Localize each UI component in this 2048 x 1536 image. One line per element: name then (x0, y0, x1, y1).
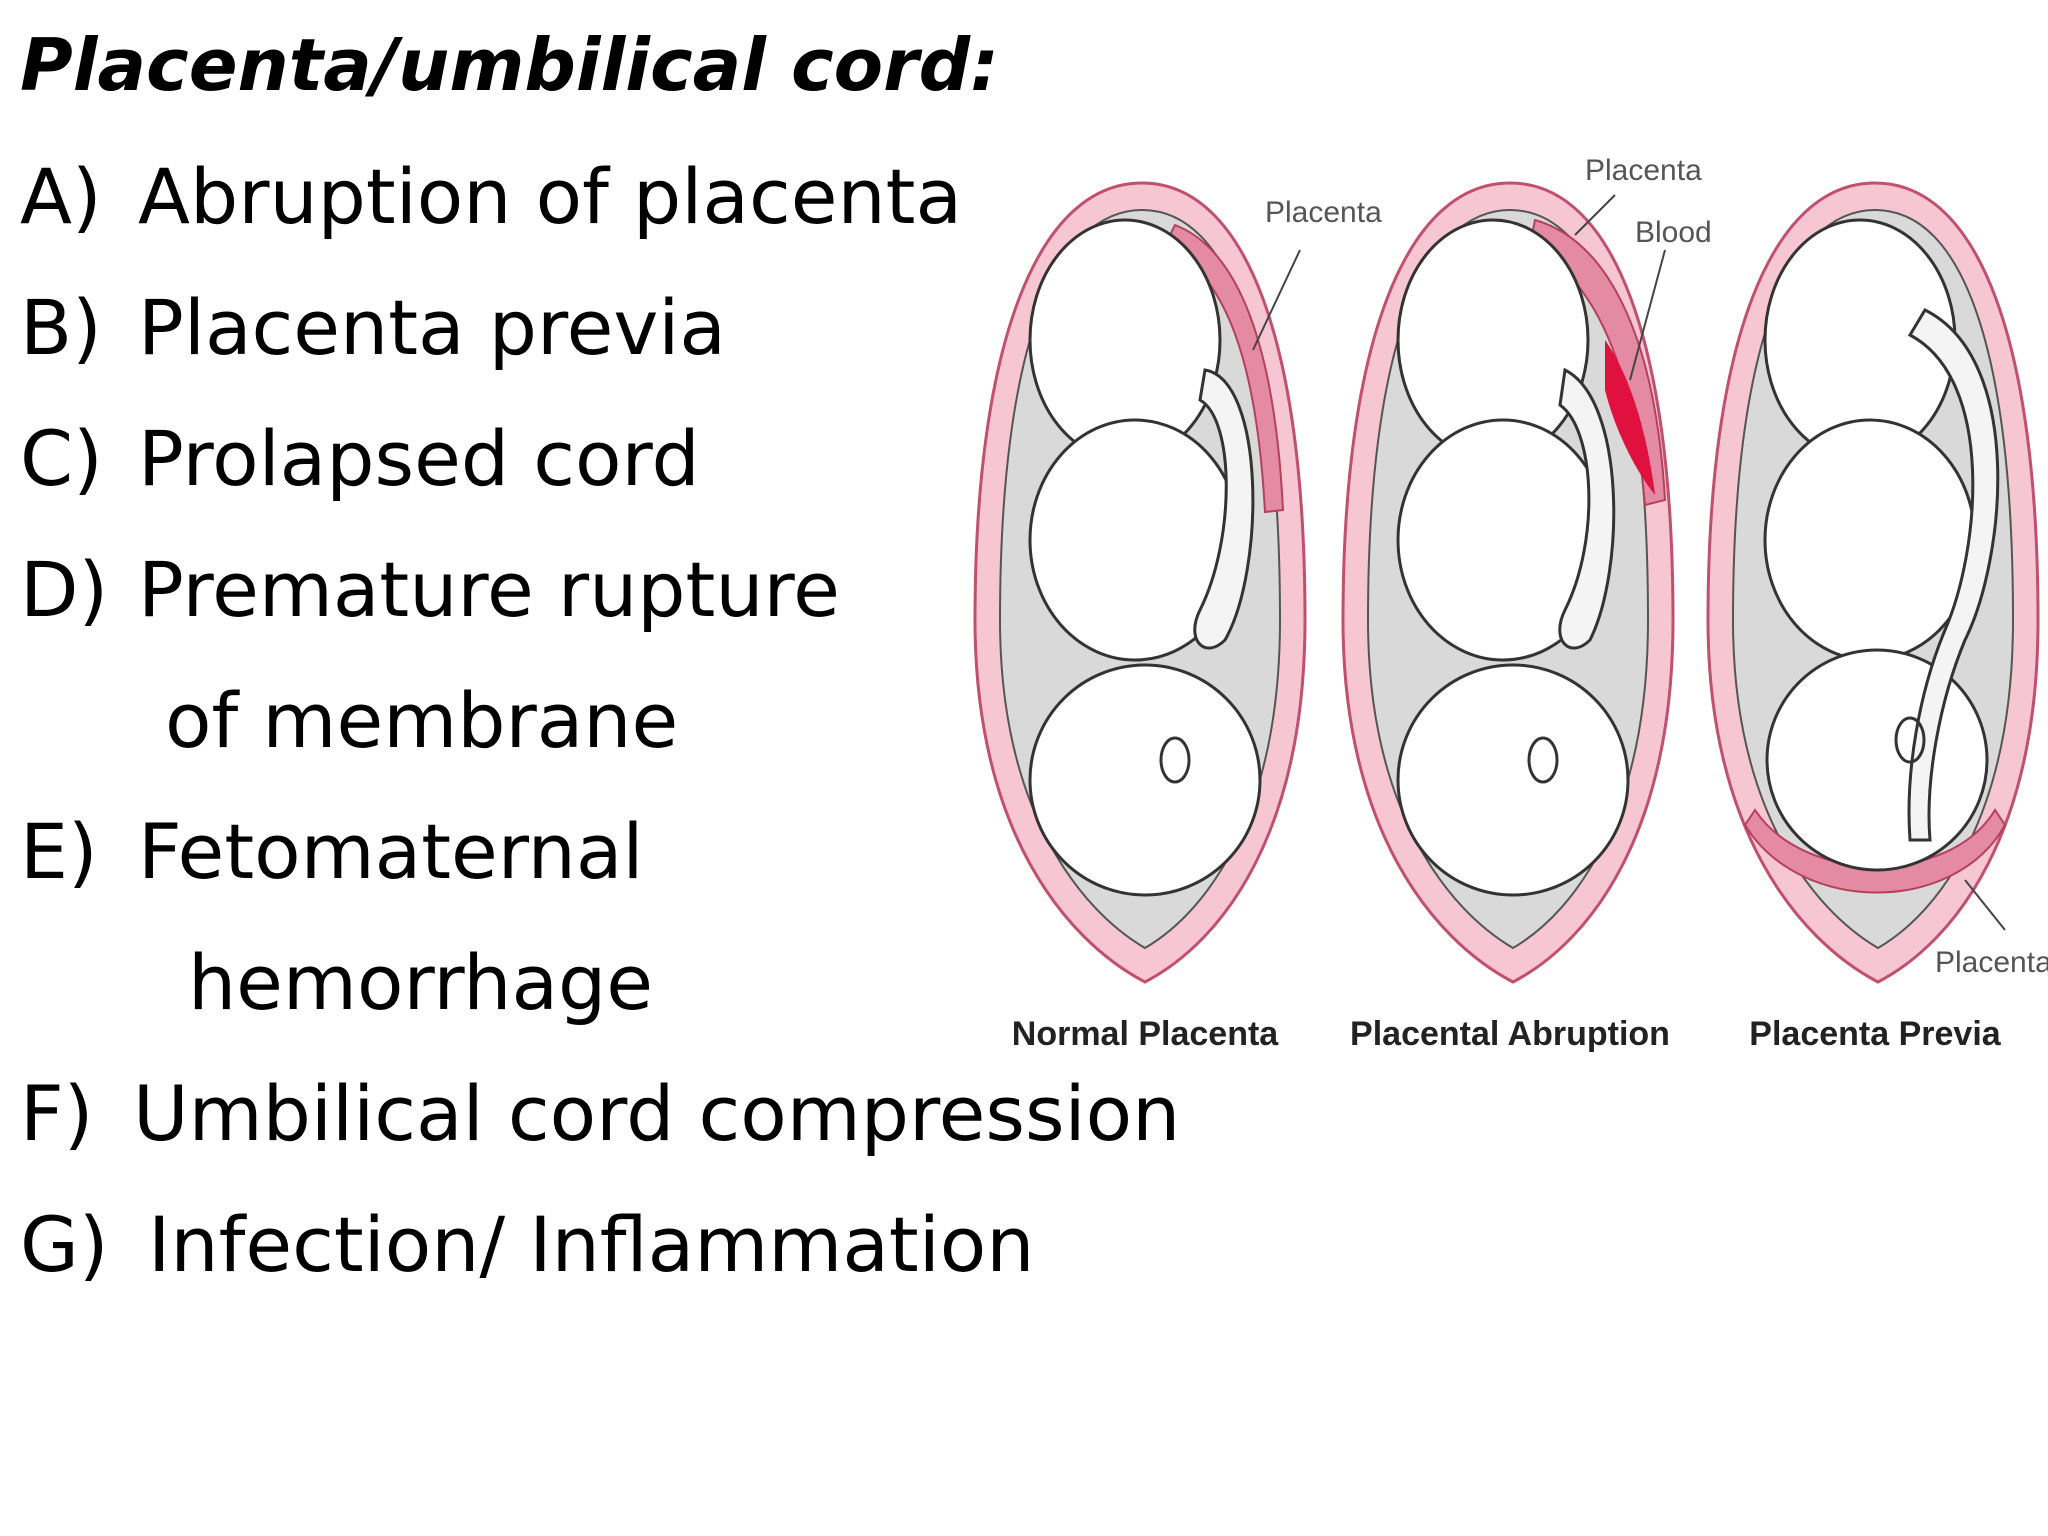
panel-normal-placenta: Placenta Normal Placenta (973, 181, 1382, 1053)
label-leader (1252, 249, 1301, 351)
item-letter: A) (20, 152, 102, 241)
slide-title: Placenta/umbilical cord: (20, 23, 999, 107)
label-leader (1574, 194, 1616, 236)
item-continuation: of membrane (165, 676, 679, 765)
fetus (1396, 218, 1630, 897)
panel-placental-abruption: Placenta Blood Placental Abruption (1341, 154, 1712, 1053)
item-continuation: hemorrhage (188, 938, 654, 1027)
label-placenta: Placenta (1585, 154, 1702, 187)
label-leader (1629, 249, 1666, 381)
item-text: Infection/ Inflammation (148, 1200, 1035, 1289)
item-text: Umbilical cord compression (133, 1069, 1181, 1158)
item-text: Placenta previa (138, 283, 726, 372)
item-text: Fetomaternal (138, 807, 644, 896)
item-text: Premature rupture (138, 545, 840, 634)
panel-caption: Placenta Previa (1749, 1015, 2001, 1053)
item-letter: C) (20, 414, 103, 503)
item-letter: D) (20, 545, 109, 634)
placenta-comparison-figure: Placenta Normal Placenta Placenta Blood … (973, 154, 2048, 1053)
label-blood: Blood (1635, 216, 1712, 249)
panel-placenta-previa: Placenta Placenta Previa (1706, 181, 2048, 1053)
label-placenta: Placenta (1265, 196, 1382, 229)
panel-caption: Placental Abruption (1350, 1015, 1670, 1053)
fetus (1028, 218, 1262, 897)
item-text: Abruption of placenta (138, 152, 963, 241)
item-letter: F) (20, 1069, 94, 1158)
label-leader (1964, 879, 2006, 931)
fetus (1763, 218, 2000, 872)
item-letter: G) (20, 1200, 109, 1289)
blood-clot (1605, 340, 1655, 495)
item-letter: B) (20, 283, 102, 372)
label-placenta: Placenta (1935, 946, 2048, 979)
panel-caption: Normal Placenta (1012, 1015, 1280, 1053)
item-text: Prolapsed cord (138, 414, 700, 503)
item-letter: E) (20, 807, 98, 896)
